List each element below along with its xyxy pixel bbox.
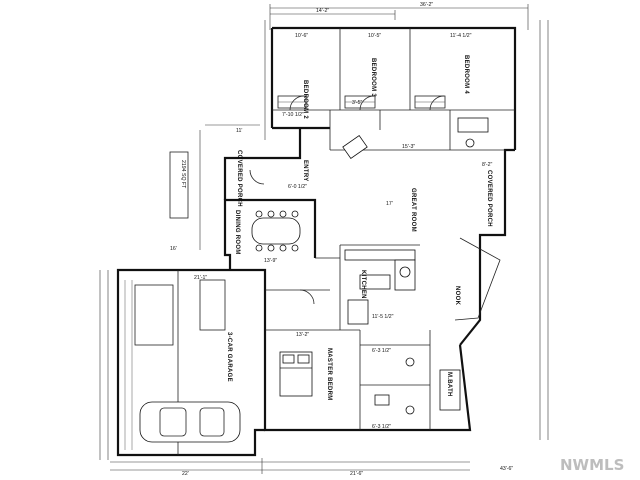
dim-dining-w: 13'-9" (264, 258, 277, 264)
dining-table-icon (251, 210, 301, 252)
dim-hall: 3'-5" (352, 100, 362, 106)
dim-kitchen-w: 11'-5 1/2" (372, 314, 394, 320)
dim-bath-w2: 6'-3 1/2" (372, 424, 391, 430)
kitchen-cabinets (344, 249, 416, 325)
label-bedroom3: BEDROOM 3 (370, 58, 376, 97)
label-bedroom4: BEDROOM 4 (463, 55, 469, 94)
bath-fixtures (374, 117, 489, 415)
dimension-labels: 36'-2" 14'-2" 10'-6" 10'-5" 11'-4 1/2" 3… (170, 2, 513, 477)
dim-bed3-w: 10'-5" (368, 33, 381, 39)
label-kitchen: KITCHEN (360, 270, 366, 299)
dim-garage-w: 21'-1" (194, 275, 207, 281)
label-great-room: GREAT ROOM (410, 188, 416, 232)
dim-master-w: 13'-2" (296, 332, 309, 338)
dim-bath-w: 6'-3 1/2" (372, 348, 391, 354)
nook-wall (454, 237, 501, 321)
exterior-walls (116, 26, 517, 457)
label-dining-room: DINING ROOM (234, 210, 240, 255)
label-covered-porch-left: COVERED PORCH (236, 150, 242, 207)
dim-great-room-d: 17' (386, 201, 393, 207)
dim-great-room-w: 15'-3" (402, 144, 415, 150)
sidebar-note-text: 2194 SQ FT (180, 160, 186, 189)
closet-hatching (249, 95, 446, 305)
label-nook: NOOK (454, 286, 460, 306)
label-bedroom2: BEDROOM 2 (302, 80, 308, 119)
dim-top-overall: 36'-2" (420, 2, 433, 8)
fireplace-icon (342, 134, 368, 160)
label-covered-porch-right: COVERED PORCH (486, 170, 492, 227)
label-garage: 3-CAR GARAGE (226, 332, 232, 382)
label-entry: ENTRY (302, 160, 308, 182)
dim-closet: 7'-10 1/2" (282, 112, 304, 118)
dim-bottom-right: 21'-6" (350, 471, 363, 477)
garage-slab-hatching (124, 279, 226, 450)
dim-bottom-overall: 43'-6" (500, 466, 513, 472)
dim-bed4-w: 11'-4 1/2" (450, 33, 472, 39)
dimension-lines (99, 4, 549, 474)
garage-car-icon (139, 401, 241, 443)
nwmls-watermark: NWMLS (560, 456, 624, 474)
sidebar-note-box: 2194 SQ FT (169, 151, 189, 219)
master-bed-icon (279, 351, 313, 397)
dim-bed3-depth: 11' (236, 128, 242, 134)
label-master-bedroom: MASTER BEDRM (326, 348, 332, 401)
dim-porch-left: 6'-0 1/2" (288, 184, 307, 190)
label-master-bath: M.BATH (446, 372, 452, 397)
dim-bottom-left: 22' (182, 471, 189, 477)
dim-left-16: 16' (170, 246, 177, 252)
dim-top-left: 14'-2" (316, 8, 329, 14)
room-labels: BEDROOM 2 BEDROOM 3 BEDROOM 4 COVERED PO… (226, 55, 492, 401)
dim-porch-right: 8'-2" (482, 162, 492, 168)
dim-bed2-w: 10'-6" (295, 33, 308, 39)
